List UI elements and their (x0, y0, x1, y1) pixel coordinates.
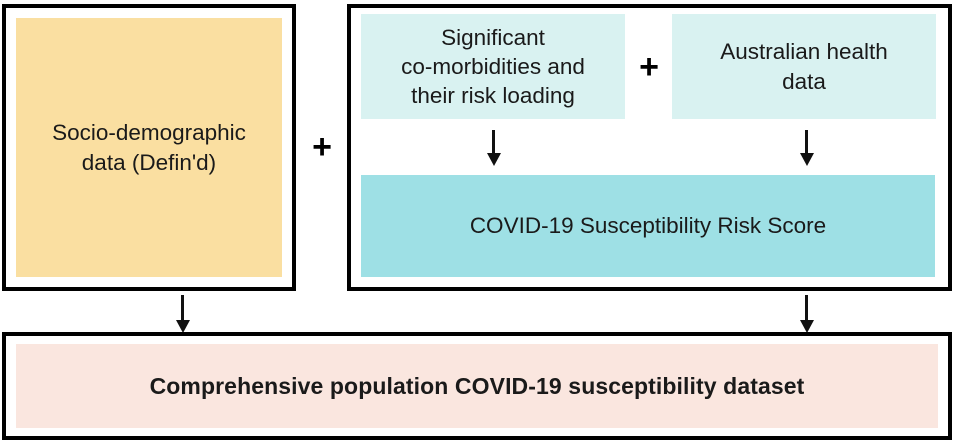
socio-demographic-label-line1: Socio-demographic (52, 119, 246, 145)
arrow-shaft (181, 295, 184, 322)
plus-operator-inner: + (639, 48, 659, 86)
arrow-shaft (492, 130, 495, 155)
comorbidities-node: Significant co-morbidities and their ris… (361, 14, 625, 119)
covid19-susceptibility-risk-score-label: COVID-19 Susceptibility Risk Score (469, 213, 827, 238)
comorbidities-label-line2: co-morbidities and (401, 53, 585, 79)
covid19-susceptibility-risk-score-node: COVID-19 Susceptibility Risk Score (361, 175, 935, 277)
socio-demographic-label-line2: data (Defin'd) (81, 149, 217, 175)
australian-health-data-node: Australian health data (672, 14, 936, 119)
down-arrow-icon-australian-health-to-risk-score (799, 130, 814, 166)
comorbidities-label-line1: Significant (441, 24, 545, 50)
plus-operator-outer: + (312, 128, 332, 166)
down-arrow-icon-risk-score-to-output (799, 295, 814, 333)
output-dataset-node: Comprehensive population COVID-19 suscep… (16, 344, 938, 428)
australian-health-data-label-line2: data (782, 68, 826, 94)
down-arrow-icon-comorbidities-to-risk-score (486, 130, 501, 166)
arrow-shaft (805, 295, 808, 322)
down-arrow-icon-socio-demographic-to-output (175, 295, 190, 333)
australian-health-data-label-line1: Australian health (720, 39, 888, 65)
comorbidities-label: Significant co-morbidities and their ris… (401, 23, 585, 111)
arrow-head (175, 320, 190, 333)
socio-demographic-node: Socio-demographic data (Defin'd) (16, 18, 282, 277)
comorbidities-label-line3: their risk loading (411, 83, 575, 109)
output-dataset-label: Comprehensive population COVID-19 suscep… (149, 372, 805, 399)
arrow-head (799, 153, 814, 166)
arrow-shaft (805, 130, 808, 155)
arrow-head (486, 153, 501, 166)
arrow-head (799, 320, 814, 333)
australian-health-data-label: Australian health data (720, 37, 888, 96)
socio-demographic-label: Socio-demographic data (Defin'd) (52, 118, 246, 177)
